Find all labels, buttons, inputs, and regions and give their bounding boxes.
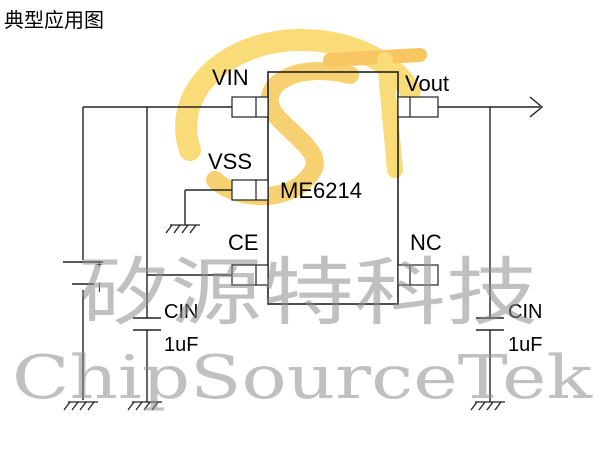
pin-vss [231,179,269,201]
capacitor-right [476,317,504,331]
logo-t-bar [323,48,427,67]
pin-label-vin: VIN [212,65,249,90]
logo-t-stem [377,52,403,178]
output-arrow [529,96,544,118]
watermark-chinese: 矽源特科技 [78,250,538,336]
page-title: 典型应用图 [4,8,104,32]
pin-label-ce: CE [228,230,259,255]
pin-ce [231,264,269,286]
pin-label-nc: NC [410,230,442,255]
battery-minus: | [98,282,101,293]
cin-left-name: CIN [164,301,198,323]
chip-name: ME6214 [280,178,362,203]
capacitor-left [133,317,161,331]
pin-nc [397,264,439,286]
ground-cin-right [470,401,505,411]
pin-vin [231,96,269,118]
chip-pins [231,96,439,286]
ground-battery [63,401,98,411]
cin-right-value: 1uF [508,334,542,356]
battery-symbol [63,261,103,285]
logo-watermark [175,28,427,206]
cin-right-name: CIN [508,301,542,323]
ground-cin-left [127,401,162,411]
wires [82,106,540,402]
pin-vout [397,96,439,118]
pin-label-vout: Vout [405,71,449,96]
ground-vss [165,224,200,234]
pin-label-vss: VSS [208,149,252,174]
cin-left-value: 1uF [164,334,198,356]
battery-plus: + [96,259,102,271]
watermark-english: ChipSourceTek [12,343,593,413]
